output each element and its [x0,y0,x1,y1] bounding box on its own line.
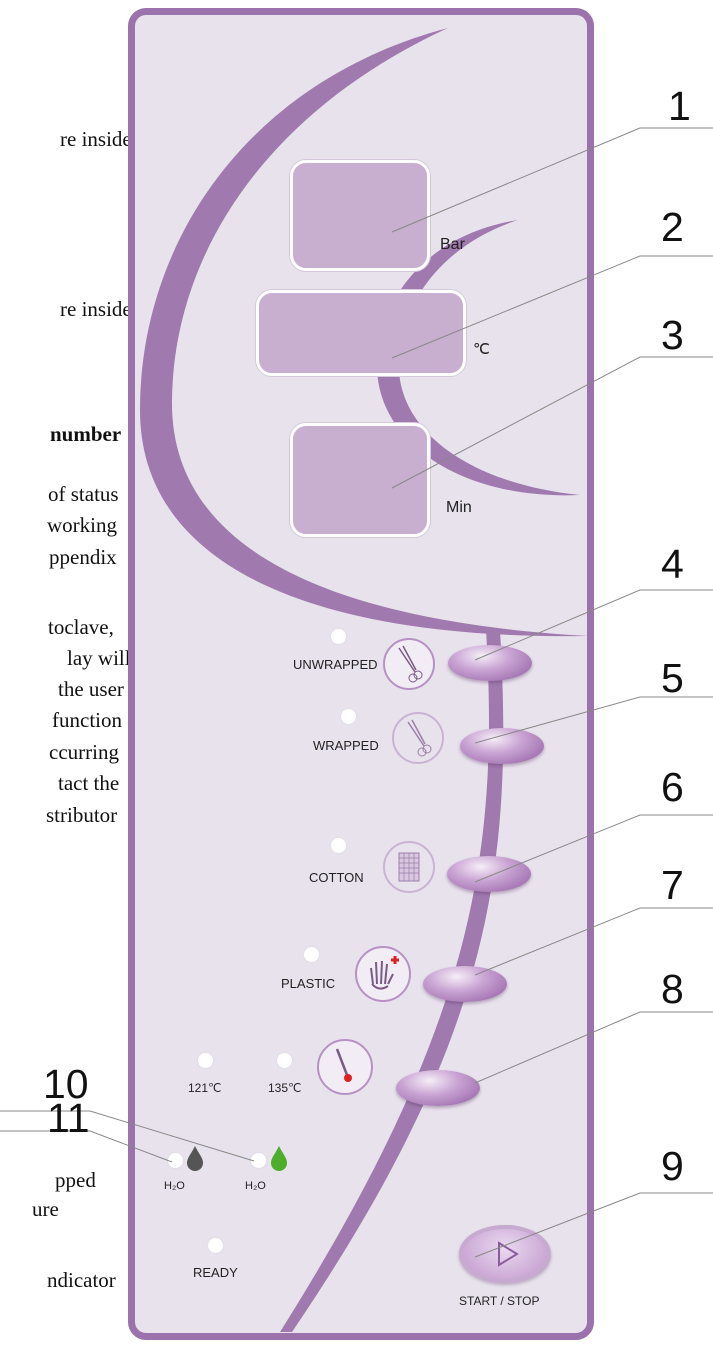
start-stop-label: START / STOP [459,1294,540,1308]
callout-number-11: 11 [47,1095,90,1141]
callout-number-3: 3 [661,312,684,358]
grey-drop-icon [185,1145,205,1176]
callout-line-2 [391,255,713,359]
callout-line-1 [391,127,713,233]
callout-number-9: 9 [661,1143,684,1189]
temp-121-led [198,1053,213,1068]
callout-line-11 [0,1130,173,1163]
callout-line-4 [474,589,713,661]
callout-number-5: 5 [661,655,684,701]
callout-number-10: 10 [43,1061,89,1107]
doc-text-line: pped [55,1168,96,1192]
doc-text-line: number [50,422,122,446]
time-unit-label: Min [446,499,472,516]
unwrapped-led [331,629,346,644]
temp-135-label: 135℃ [268,1081,302,1095]
callout-number-2: 2 [661,204,684,250]
doc-text-line: re inside [60,127,132,151]
cotton-label: COTTON [309,870,364,885]
water-ok-led [251,1153,266,1168]
callout-number-1: 1 [668,83,691,129]
cotton-button[interactable] [447,856,531,892]
scissors-icon [383,638,435,690]
callout-line-9 [474,1192,713,1258]
doc-text-line: ccurring [49,740,119,764]
callout-line-7 [474,907,713,976]
unwrapped-label: UNWRAPPED [293,657,378,672]
plastic-led [304,947,319,962]
wrapped-button[interactable] [460,728,544,764]
water-low-label: H₂O [164,1180,185,1192]
wrapped-label: WRAPPED [313,738,379,753]
callout-number-4: 4 [661,541,684,587]
wrapped-led [341,709,356,724]
cotton-led [331,838,346,853]
water-ok-label: H₂O [245,1180,266,1192]
thermometer-icon [317,1039,373,1095]
doc-text-line: ure [32,1197,59,1221]
doc-text-line: ndicator [47,1268,116,1292]
callout-line-8 [474,1011,713,1084]
temp-121-label: 121℃ [188,1081,222,1095]
temperature-unit-label: ℃ [473,341,490,358]
callout-line-5 [474,696,713,744]
wrapped-scissors-icon [392,712,444,764]
callout-line-10 [0,1110,255,1162]
plastic-label: PLASTIC [281,976,336,991]
doc-text-line: re inside [60,297,132,321]
unwrapped-button[interactable] [448,645,532,681]
callout-number-8: 8 [661,966,684,1012]
start-stop-button[interactable] [459,1225,551,1283]
temperature-button[interactable] [396,1070,480,1106]
doc-text-line: tact the [58,771,120,795]
doc-text-line: working [47,513,117,537]
ready-label: READY [193,1265,238,1280]
doc-text-line: ppendix [49,545,117,569]
doc-text-line: toclave, [48,615,114,639]
ready-led [208,1238,223,1253]
play-icon [498,1241,519,1267]
doc-text-line: lay will [67,646,131,670]
pressure-display [290,160,430,271]
doc-text-line: of status [48,482,119,506]
temperature-display [256,290,466,376]
glove-icon [355,946,411,1002]
water-low-led [168,1153,183,1168]
callout-line-6 [474,814,713,883]
callout-number-7: 7 [661,862,684,908]
callout-number-6: 6 [661,764,684,810]
doc-text-line: the user [58,677,124,701]
temp-135-led [277,1053,292,1068]
doc-text-line: stributor [46,803,118,827]
doc-text-line: function [52,708,122,732]
plastic-button[interactable] [423,966,507,1002]
pressure-unit-label: Bar [440,236,465,253]
callout-line-3 [391,356,713,489]
green-drop-icon [269,1145,289,1176]
cotton-grid-icon [383,841,435,893]
